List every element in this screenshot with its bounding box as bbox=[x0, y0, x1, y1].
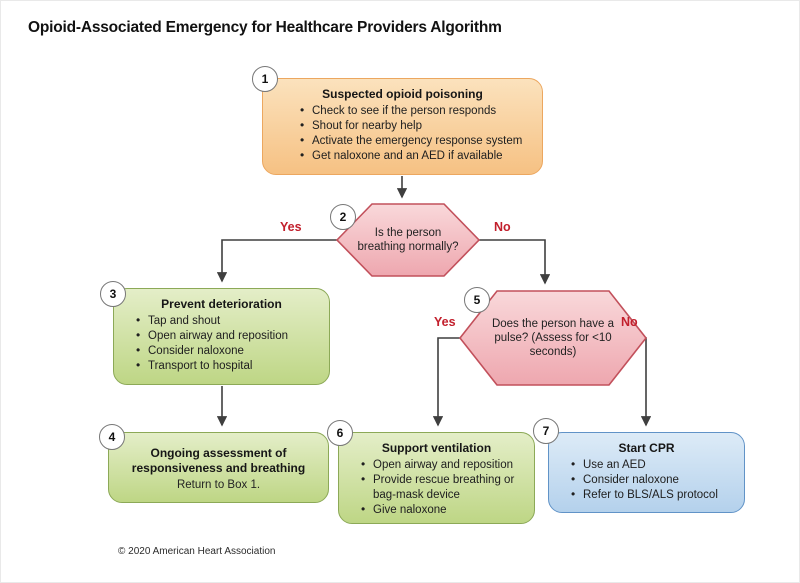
step-number-7: 7 bbox=[542, 424, 550, 438]
step-number-badge-6: 6 bbox=[327, 420, 353, 446]
bullet-item: Check to see if the person responds bbox=[299, 103, 532, 119]
bullet-item: Get naloxone and an AED if available bbox=[299, 148, 532, 164]
box3-title: Prevent deterioration bbox=[161, 297, 282, 311]
decision2-yes-label: Yes bbox=[280, 220, 302, 234]
box-start-cpr: Start CPR Use an AEDConsider naloxoneRef… bbox=[548, 432, 745, 513]
box7-title: Start CPR bbox=[618, 441, 675, 455]
copyright-text: © 2020 American Heart Association bbox=[118, 546, 276, 557]
bullet-item: Refer to BLS/ALS protocol bbox=[570, 487, 734, 503]
decision2-no-label: No bbox=[494, 220, 511, 234]
box6-bullet-list: Open airway and repositionProvide rescue… bbox=[349, 457, 524, 518]
hexagon-shape bbox=[335, 203, 481, 277]
bullet-item: Consider naloxone bbox=[135, 343, 319, 359]
step-number-badge-2: 2 bbox=[330, 204, 356, 230]
step-number-5: 5 bbox=[473, 293, 481, 307]
box-ongoing-assessment: Ongoing assessment of responsiveness and… bbox=[108, 432, 329, 503]
bullet-item: Transport to hospital bbox=[135, 358, 319, 374]
decision-breathing-normally: Is the person breathing normally? bbox=[335, 202, 481, 278]
box4-title: Ongoing assessment of responsiveness and… bbox=[131, 446, 306, 475]
arrow-no-to-decision5 bbox=[475, 239, 551, 285]
step-number-badge-5: 5 bbox=[464, 287, 490, 313]
bullet-item: Activate the emergency response system bbox=[299, 133, 532, 149]
decision2-question: Is the person breathing normally? bbox=[357, 226, 459, 253]
box7-bullet-list: Use an AEDConsider naloxoneRefer to BLS/… bbox=[559, 457, 734, 503]
bullet-item: Give naloxone bbox=[360, 502, 524, 518]
box1-title: Suspected opioid poisoning bbox=[322, 87, 483, 101]
step-number-6: 6 bbox=[336, 426, 344, 440]
decision5-question: Does the person have a pulse? (Assess fo… bbox=[491, 317, 615, 358]
box-support-ventilation: Support ventilation Open airway and repo… bbox=[338, 432, 535, 524]
step-number-badge-1: 1 bbox=[252, 66, 278, 92]
step-number-badge-4: 4 bbox=[99, 424, 125, 450]
page-title: Opioid-Associated Emergency for Healthca… bbox=[28, 19, 502, 36]
box4-subtitle: Return to Box 1. bbox=[176, 479, 261, 491]
box-prevent-deterioration: Prevent deterioration Tap and shoutOpen … bbox=[113, 288, 330, 385]
decision2-question-wrap: Is the person breathing normally? bbox=[335, 202, 481, 278]
bullet-item: Provide rescue breathing or bag-mask dev… bbox=[360, 472, 524, 503]
arrow-yes-to-box6 bbox=[432, 337, 465, 427]
step-number-4: 4 bbox=[108, 430, 116, 444]
box6-title: Support ventilation bbox=[381, 441, 492, 455]
bullet-item: Open airway and reposition bbox=[360, 457, 524, 473]
box-suspected-opioid-poisoning: Suspected opioid poisoning Check to see … bbox=[262, 78, 543, 175]
bullet-item: Tap and shout bbox=[135, 313, 319, 329]
decision5-yes-label: Yes bbox=[434, 315, 456, 329]
box1-bullet-list: Check to see if the person respondsShout… bbox=[273, 103, 532, 164]
decision5-question-wrap: Does the person have a pulse? (Assess fo… bbox=[458, 289, 648, 387]
bullet-item: Open airway and reposition bbox=[135, 328, 319, 344]
step-number-3: 3 bbox=[109, 287, 117, 301]
step-number-badge-7: 7 bbox=[533, 418, 559, 444]
bullet-item: Shout for nearby help bbox=[299, 118, 532, 134]
step-number-badge-3: 3 bbox=[100, 281, 126, 307]
step-number-2: 2 bbox=[339, 210, 347, 224]
step-number-1: 1 bbox=[261, 72, 269, 86]
decision5-no-label: No bbox=[621, 315, 638, 329]
bullet-item: Consider naloxone bbox=[570, 472, 734, 488]
hexagon-shape bbox=[458, 290, 648, 386]
arrow-yes-to-box3 bbox=[216, 239, 341, 283]
box3-bullet-list: Tap and shoutOpen airway and repositionC… bbox=[124, 313, 319, 374]
bullet-item: Use an AED bbox=[570, 457, 734, 473]
decision-has-pulse: Does the person have a pulse? (Assess fo… bbox=[458, 289, 648, 387]
